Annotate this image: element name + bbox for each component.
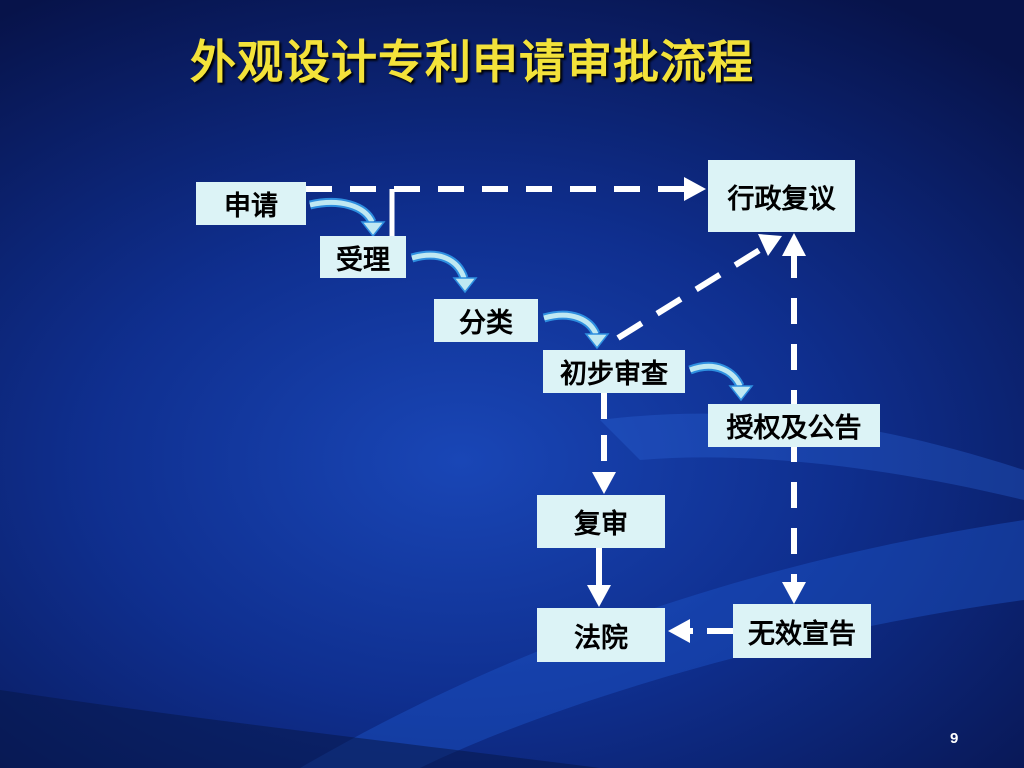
node-apply: 申请	[196, 182, 306, 225]
node-admin-reconsideration: 行政复议	[708, 160, 855, 232]
slide-title: 外观设计专利申请审批流程	[190, 35, 754, 89]
node-reexamination: 复审	[537, 495, 665, 548]
dashed-arrow-prelim-to-admin	[616, 234, 782, 341]
dashed-arrow-invalid-to-court	[668, 619, 733, 643]
curved-arrow-prelim-grant	[688, 361, 754, 402]
curved-arrow-accept-classify	[410, 250, 478, 294]
node-classify: 分类	[434, 299, 538, 342]
dashed-arrow-apply-to-admin	[306, 177, 706, 201]
curved-arrow-apply-accept	[308, 197, 386, 238]
dashed-arrow-prelim-to-review	[592, 393, 616, 494]
page-number: 9	[950, 730, 959, 747]
dashed-double-arrow-admin-invalid	[782, 233, 806, 604]
node-grant-announce: 授权及公告	[708, 404, 880, 447]
node-accept: 受理	[320, 236, 406, 278]
node-preliminary-exam: 初步审查	[543, 350, 685, 393]
node-invalidation: 无效宣告	[733, 604, 871, 658]
arrow-review-to-court	[587, 548, 611, 607]
node-court: 法院	[537, 608, 665, 662]
curved-arrow-classify-prelim	[542, 310, 610, 350]
